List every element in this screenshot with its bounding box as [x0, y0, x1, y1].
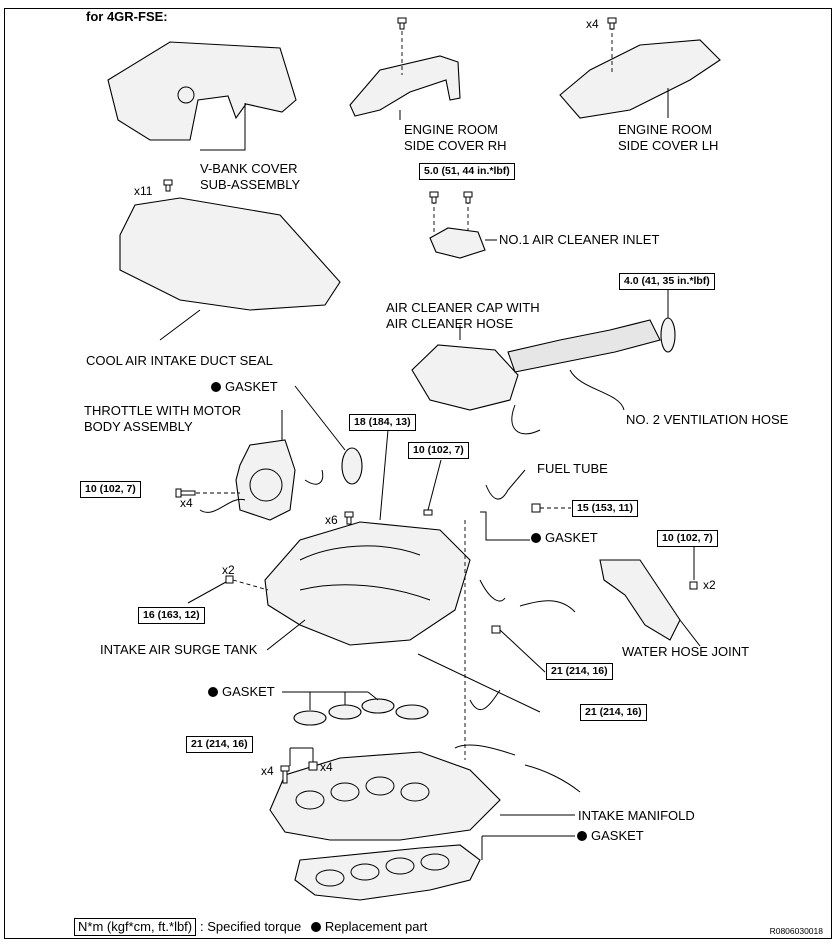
figure-code: R0806030018	[769, 926, 823, 936]
torque-manifold: 21 (214, 16)	[186, 736, 253, 753]
torque-surge-bolt-top: 10 (102, 7)	[408, 442, 469, 459]
label-gasket-surge: GASKET	[208, 684, 275, 700]
intake-air-surge-tank	[264, 521, 471, 646]
fuel-tube	[485, 469, 526, 500]
label-intake-manifold: INTAKE MANIFOLD	[578, 808, 695, 823]
torque-hose-clamp: 4.0 (41, 35 in.*lbf)	[619, 273, 715, 290]
label-no1-air-cleaner-inlet: NO.1 AIR CLEANER INLET	[499, 232, 660, 247]
legend-description: : Specified torque Replacement part	[200, 919, 427, 935]
qty-manifold-bolts: x4	[261, 764, 274, 778]
engine-room-side-cover-lh	[559, 39, 721, 119]
no1-air-cleaner-inlet	[429, 227, 486, 259]
torque-air-inlet: 5.0 (51, 44 in.*lbf)	[419, 163, 515, 180]
surge-tank-gaskets	[293, 698, 429, 726]
torque-surge-small: 16 (163, 12)	[138, 607, 205, 624]
label-intake-air-surge-tank: INTAKE AIR SURGE TANK	[100, 642, 258, 657]
qty-surge-small: x2	[222, 563, 235, 577]
replacement-part-dot-icon	[577, 831, 587, 841]
intake-manifold-gasket	[294, 844, 481, 901]
label-fuel-tube: FUEL TUBE	[537, 461, 608, 476]
torque-fuel-tube: 15 (153, 11)	[572, 500, 639, 517]
qty-lh-cover: x4	[586, 17, 599, 31]
air-cleaner-cap	[411, 344, 519, 411]
engine-variant-title: for 4GR-FSE:	[86, 9, 168, 24]
hose-clamp	[660, 317, 676, 353]
label-gasket-throttle: GASKET	[211, 379, 278, 395]
legend-torque-unit: N*m (kgf*cm, ft.*lbf)	[74, 918, 197, 936]
engine-room-side-cover-rh	[349, 55, 461, 117]
torque-throttle: 10 (102, 7)	[80, 481, 141, 498]
torque-surge-bolt-x6: 18 (184, 13)	[349, 414, 416, 431]
air-cleaner-hose	[507, 319, 661, 373]
label-throttle-body: THROTTLE WITH MOTOR BODY ASSEMBLY	[84, 403, 242, 434]
qty-manifold-nuts: x4	[320, 760, 333, 774]
label-gasket-manifold: GASKET	[577, 828, 644, 844]
water-hose-joint	[599, 559, 681, 641]
qty-surge-bolts: x6	[325, 513, 338, 527]
torque-water-joint: 10 (102, 7)	[657, 530, 718, 547]
throttle-gasket	[341, 447, 363, 485]
label-water-hose-joint: WATER HOSE JOINT	[622, 644, 750, 659]
qty-water-joint: x2	[703, 578, 716, 592]
throttle-body	[235, 439, 296, 521]
replacement-part-dot-icon	[310, 922, 321, 932]
label-gasket-fuel: GASKET	[531, 530, 598, 546]
label-engine-room-side-cover-lh: ENGINE ROOM SIDE COVER LH	[618, 122, 719, 153]
replacement-part-dot-icon	[531, 533, 541, 543]
qty-throttle-bolts: x4	[180, 496, 193, 510]
label-no2-ventilation-hose: NO. 2 VENTILATION HOSE	[626, 412, 789, 427]
replacement-part-dot-icon	[211, 382, 221, 392]
qty-cool-air-seal: x11	[134, 184, 153, 198]
label-engine-room-side-cover-rh: ENGINE ROOM SIDE COVER RH	[404, 122, 507, 153]
torque-bracket-b: 21 (214, 16)	[580, 704, 647, 721]
legend-replacement-part: Replacement part	[324, 919, 428, 934]
figure-frame	[4, 8, 832, 939]
label-v-bank-cover: V-BANK COVER SUB-ASSEMBLY	[200, 161, 301, 192]
replacement-part-dot-icon	[208, 687, 218, 697]
label-air-cleaner-cap: AIR CLEANER CAP WITH AIR CLEANER HOSE	[386, 300, 540, 331]
label-cool-air-intake-duct-seal: COOL AIR INTAKE DUCT SEAL	[86, 353, 273, 368]
v-bank-cover	[107, 41, 297, 141]
torque-bracket-a: 21 (214, 16)	[546, 663, 613, 680]
legend-specified-torque: : Specified torque	[200, 919, 302, 934]
cool-air-intake-duct-seal	[119, 197, 341, 311]
intake-manifold	[269, 751, 501, 841]
